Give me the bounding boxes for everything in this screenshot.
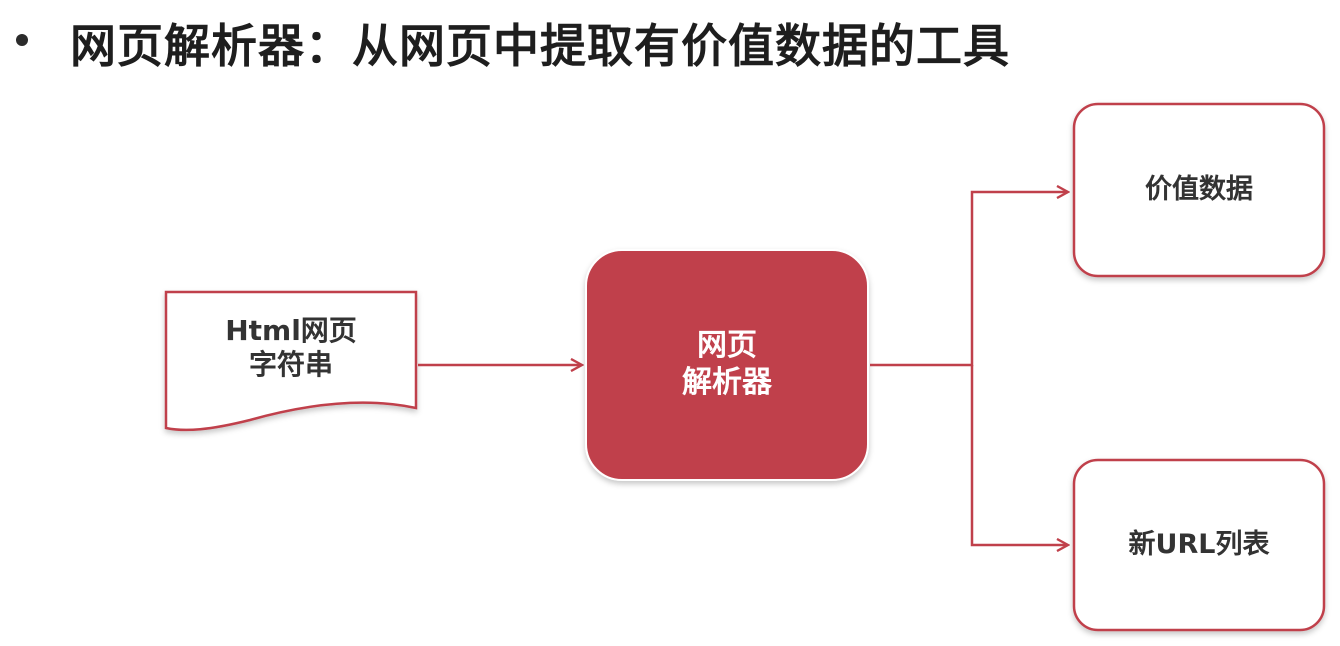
connector-parser-branch — [870, 192, 1068, 367]
parser-label-line2: 解析器 — [682, 365, 772, 400]
document-label-line1: Html网页 — [225, 313, 357, 347]
new-url-list-label: 新URL列表 — [1128, 528, 1270, 560]
document-shape-html — [164, 290, 418, 432]
title-row: 网页解析器：从网页中提取有价值数据的工具 — [0, 0, 1340, 80]
slide-title: 网页解析器：从网页中提取有价值数据的工具 — [70, 19, 1010, 73]
parser-label-line1: 网页 — [697, 328, 757, 364]
parser-label: 网页 解析器 — [586, 250, 868, 480]
value-data-label: 价值数据 — [1145, 173, 1253, 205]
document-label: Html网页 字符串 — [166, 298, 416, 398]
output-box-value-data — [1072, 102, 1326, 278]
connector-parser-branch-lower — [970, 365, 1068, 545]
bullet-point — [16, 34, 28, 46]
parser-box — [585, 249, 869, 481]
document-label-line2: 字符串 — [248, 348, 333, 381]
output-box-new-urls — [1072, 458, 1326, 632]
